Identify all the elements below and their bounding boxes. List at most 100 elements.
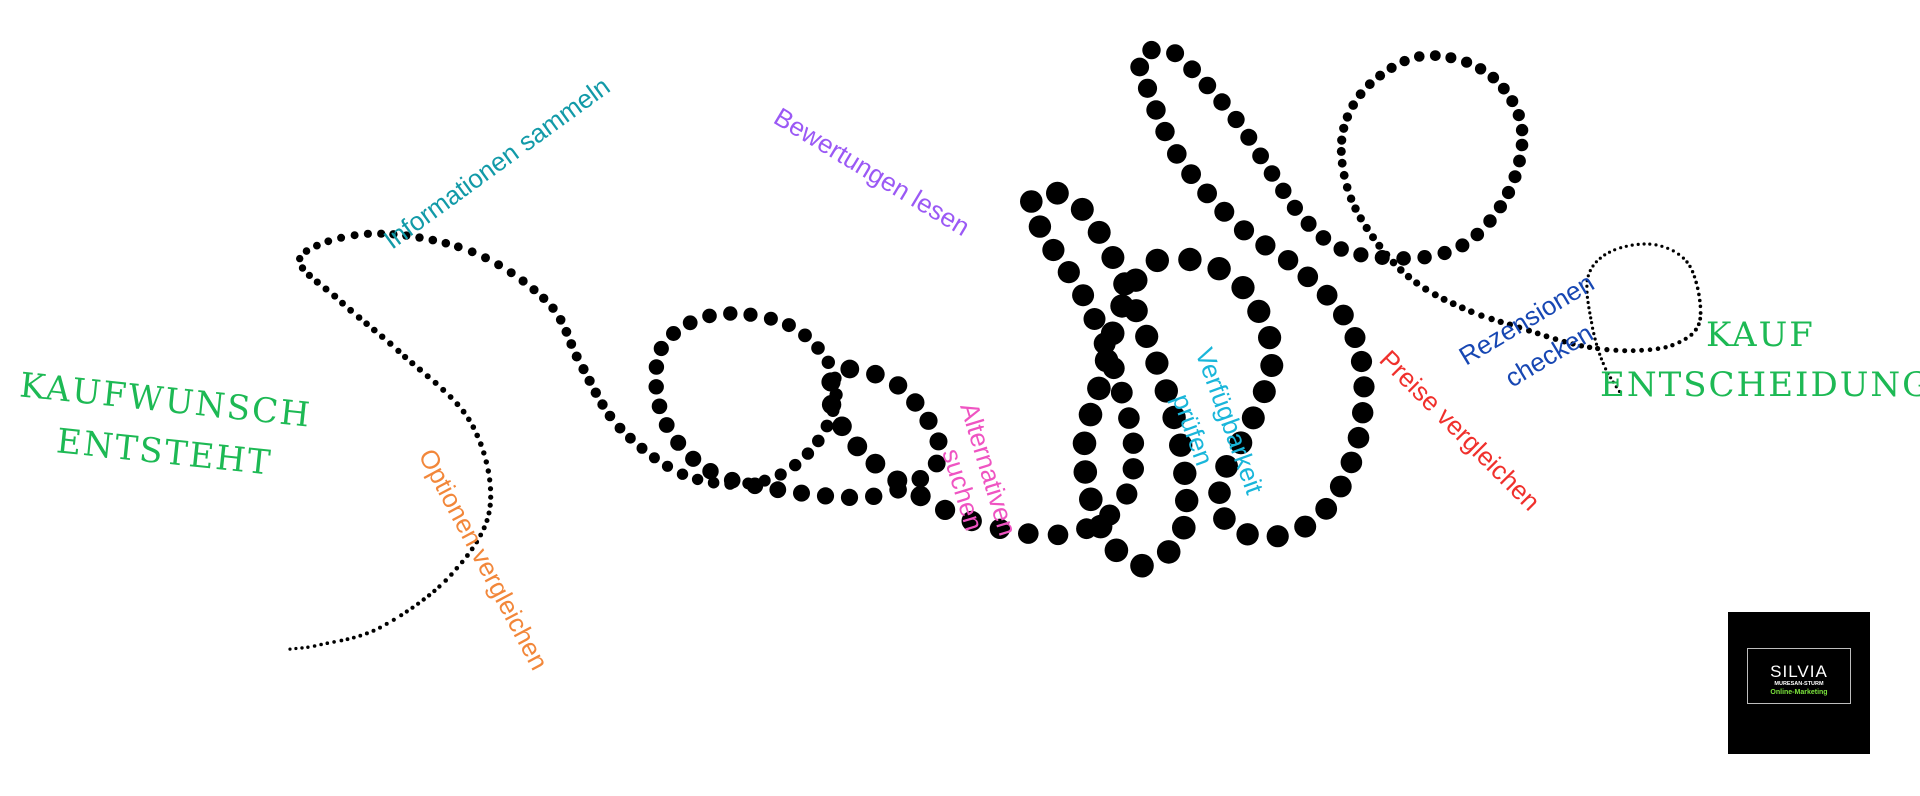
scribble-dot: [1329, 475, 1352, 498]
scribble-dot: [1252, 380, 1276, 404]
scribble-dot: [840, 359, 860, 379]
scribble-dot: [1070, 197, 1094, 221]
scribble-dot: [470, 424, 477, 430]
scribble-dot: [1685, 260, 1689, 264]
scribble-dot: [769, 481, 787, 499]
scribble-dot: [1613, 248, 1617, 252]
scribble-dot: [1660, 244, 1664, 248]
scribble-dot: [1515, 138, 1529, 152]
scribble-dot: [820, 419, 834, 433]
scribble-dot: [685, 450, 702, 467]
scribble-dot: [1698, 316, 1703, 321]
scribble-dot: [1356, 214, 1365, 223]
scribble-dot: [1670, 343, 1675, 348]
scribble-dot: [1087, 220, 1111, 244]
scribble-dot: [1046, 181, 1069, 205]
scribble-dot: [1609, 376, 1613, 380]
scribble-dot: [1286, 199, 1303, 216]
scribble-dot: [1636, 242, 1640, 246]
scribble-dot: [821, 372, 841, 392]
scribble-dot: [1197, 183, 1217, 204]
scribble-dot: [1231, 276, 1255, 300]
scribble-dot: [1166, 44, 1185, 63]
scribble-dot: [1207, 257, 1231, 281]
scribble-dot: [432, 588, 437, 594]
scribble-dot: [488, 494, 494, 500]
scribble-dot: [743, 307, 758, 322]
scribble-dot: [821, 355, 835, 369]
scribble-dot: [402, 231, 411, 240]
scribble-dot: [1590, 321, 1594, 325]
scribble-dot: [484, 518, 490, 523]
scribble-dot: [1630, 243, 1634, 247]
scribble-dot: [1603, 253, 1607, 257]
scribble-dot: [648, 379, 664, 395]
scribble-dot: [798, 328, 812, 343]
label-bewertungen: Bewertungen lesen: [769, 101, 975, 241]
scribble-dot: [428, 235, 438, 245]
scribble-dot: [1449, 300, 1457, 308]
scribble-dot: [402, 353, 409, 361]
scribble-dot: [1543, 333, 1550, 340]
scribble-dot: [1693, 327, 1698, 332]
scribble-dot: [1624, 244, 1628, 248]
scribble-dot: [1399, 55, 1410, 67]
scribble-dot: [793, 484, 810, 502]
scribble-dot: [832, 416, 852, 437]
scribble-dot: [1353, 247, 1369, 263]
scribble-dot: [440, 386, 447, 393]
scribble-dot: [1591, 326, 1595, 330]
scribble-dot: [1552, 336, 1559, 342]
scribble-dot: [648, 359, 665, 375]
scribble-dot: [865, 487, 883, 505]
scribble-dot: [1677, 252, 1681, 256]
scribble-dot: [1389, 258, 1398, 267]
scribble-dot: [469, 546, 475, 552]
scribble-dot: [539, 293, 549, 303]
scribble-dot: [1124, 268, 1148, 292]
scribble-dot: [465, 553, 470, 558]
scribble-dot: [1167, 144, 1187, 164]
scribble-dot: [1666, 246, 1670, 250]
scribble-dot: [1028, 215, 1052, 238]
scribble-dot: [1570, 341, 1576, 347]
scribble-dot: [1690, 270, 1695, 274]
scribble-dot: [1588, 269, 1592, 273]
scribble-dot: [927, 454, 946, 473]
scribble-dot: [409, 360, 416, 367]
scribble-dot: [1350, 350, 1373, 373]
scribble-dot: [1513, 154, 1526, 168]
scribble-dot: [566, 339, 577, 349]
scribble-dot: [1116, 483, 1138, 505]
scribble-dot: [911, 470, 930, 488]
scribble-dot: [1344, 327, 1366, 348]
scribble-dot: [426, 593, 432, 598]
scribble-dot: [416, 601, 421, 606]
scribble-dot: [1688, 264, 1692, 269]
scribble-dot: [1104, 538, 1129, 563]
scribble-dot: [1333, 304, 1354, 326]
scribble-dot: [1397, 266, 1405, 274]
scribble-dot: [919, 411, 938, 430]
scribble-dot: [443, 578, 449, 583]
scribble-dot: [364, 631, 369, 636]
scribble-dot: [1339, 123, 1349, 133]
scribble-dot: [847, 436, 868, 457]
scribble-dot: [1414, 51, 1425, 62]
scribble-dot: [371, 628, 376, 633]
scribble-dot: [1094, 348, 1119, 373]
scribble-dot: [888, 376, 908, 395]
scribble-dot: [774, 468, 787, 481]
scribble-dot: [350, 231, 359, 240]
scribble-dot: [636, 442, 648, 454]
scribble-dot: [1692, 275, 1697, 279]
scribble-dot: [345, 637, 350, 642]
scribble-dot: [1083, 308, 1106, 330]
scribble-dot: [1639, 347, 1644, 353]
scribble-dot: [387, 340, 394, 347]
scribble-dot: [300, 646, 304, 650]
scribble-dot: [661, 460, 674, 472]
scribble-dot: [487, 477, 493, 483]
scribble-dot: [1300, 215, 1317, 232]
scribble-dot: [294, 646, 298, 651]
